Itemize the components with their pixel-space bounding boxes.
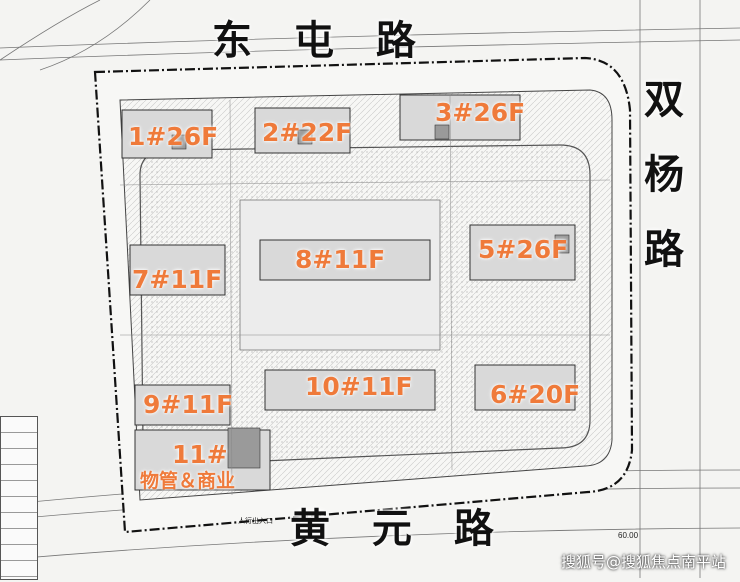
building-7-label: 7#11F [132,265,223,294]
legend-table [0,416,38,580]
building-8-label: 8#11F [295,245,386,274]
building-1-label: 1#26F [128,122,219,151]
building-11-sub-label: 物管＆商业 [140,470,236,492]
road-width-label: 60.00 [618,531,639,540]
dimension-lines [119,94,611,496]
building-6-label: 6#20F [490,380,581,409]
building-2-label: 2#22F [262,118,353,147]
watermark: 搜狐号@搜狐焦点南平站 [560,553,726,571]
building-10-label: 10#11F [305,372,413,401]
legend-row [1,465,37,481]
legend-row [1,417,37,433]
entrance-label: 人行出入口 [238,516,273,525]
road-east-char-2: 杨 [644,152,684,198]
building-11-label: 11# [172,440,228,469]
legend-row [1,449,37,465]
legend-row [1,529,37,545]
road-east-char-1: 双 [644,77,684,123]
legend-row [1,433,37,449]
legend-row [1,497,37,513]
legend-row [1,513,37,529]
legend-row [1,561,37,577]
road-east-char-3: 路 [644,227,684,273]
building-footprints [121,94,576,491]
road-south-label: 黄 元 路 [290,506,508,552]
building-3-label: 3#26F [435,98,526,127]
building-cores [171,124,570,469]
legend-row [1,481,37,497]
building-5-label: 5#26F [478,235,569,264]
building-9-label: 9#11F [143,390,234,419]
road-north-label: 东 屯 路 [212,18,430,64]
legend-row [1,545,37,561]
